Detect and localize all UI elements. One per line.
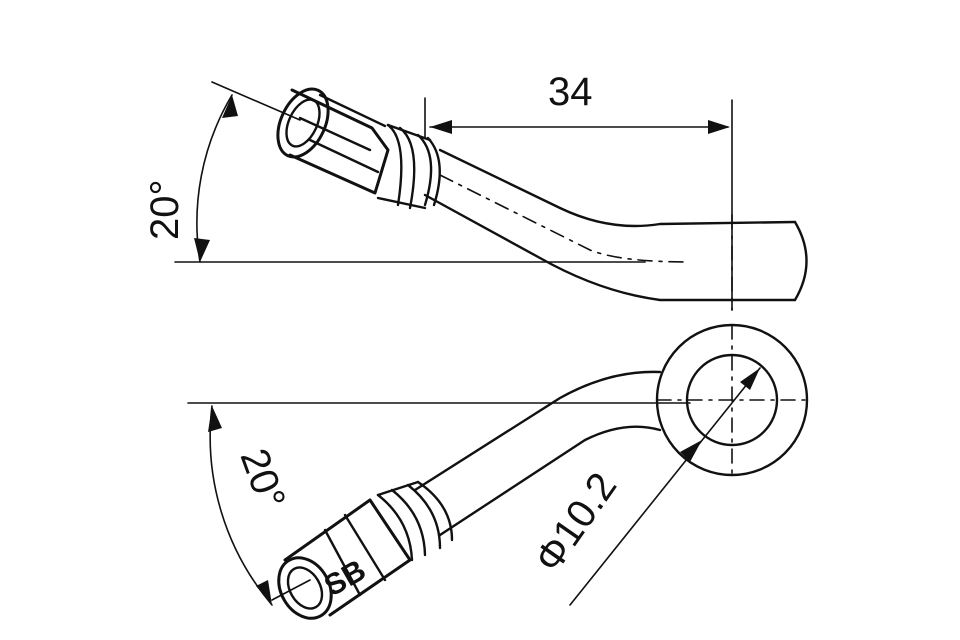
top-tube-centerline <box>439 174 691 263</box>
top-fitting-view <box>174 81 808 311</box>
length-arrow-left <box>430 120 452 134</box>
top-tube-upper-edge <box>438 148 797 228</box>
diameter-arrow-upper <box>740 368 760 390</box>
top-hex-nut <box>276 87 390 195</box>
length-arrow-right <box>708 120 730 134</box>
top-angle-extension-line <box>211 81 301 121</box>
bottom-angle-arrow-start <box>208 406 222 432</box>
top-angle-arrow-end <box>194 238 210 262</box>
bottom-fitting-view: SB <box>187 323 809 620</box>
top-angle-arc <box>196 94 233 263</box>
bottom-banjo-hole <box>685 353 779 447</box>
top-banjo-end <box>793 220 808 302</box>
bottom-collar <box>376 480 454 562</box>
fitting-mark: SB <box>319 554 372 603</box>
diameter-arrow-lower <box>680 440 702 462</box>
bottom-hex-nut <box>277 498 412 620</box>
top-angle-label: 20° <box>143 180 187 241</box>
bottom-angle-arrow-end <box>256 580 272 605</box>
length-dimension-label: 34 <box>548 70 593 114</box>
top-collar <box>376 123 441 210</box>
top-angle-arrow-start <box>222 95 238 118</box>
bottom-angle-extension-line <box>271 579 311 601</box>
bottom-angle-arc <box>209 405 273 606</box>
diameter-leader-line <box>569 367 761 606</box>
top-tube-lower-edge <box>423 193 797 302</box>
bottom-tube-upper-edge <box>413 370 662 492</box>
bottom-angle-label: 20° <box>232 443 294 515</box>
bottom-tube-lower-edge <box>438 425 662 537</box>
diameter-label: Φ10.2 <box>526 465 625 580</box>
